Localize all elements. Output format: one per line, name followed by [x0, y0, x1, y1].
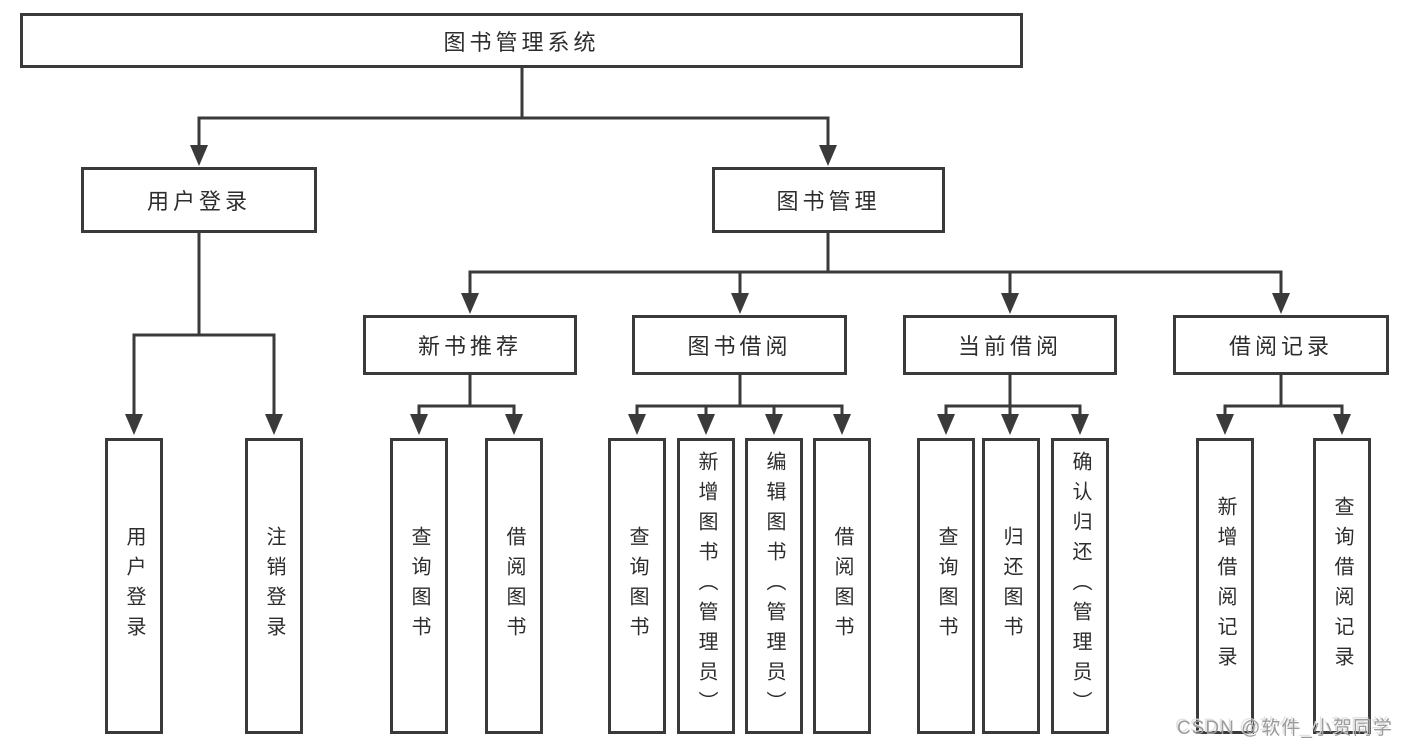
arrowhead	[410, 414, 428, 435]
node-book-management: 图书管理	[712, 167, 945, 233]
arrowhead	[819, 145, 837, 166]
node-label: 图书借阅	[687, 334, 792, 359]
arrowhead	[1071, 414, 1089, 435]
node-confirm-return-admin: 确认归还（管理员）	[1051, 438, 1109, 734]
node-add-book-admin: 新增图书（管理员）	[677, 438, 735, 734]
node-label: 图书管理	[776, 189, 881, 214]
arrowhead	[125, 414, 143, 435]
arrowhead	[505, 414, 523, 435]
arrowhead	[765, 414, 783, 435]
connector-root-bracket	[197, 116, 830, 149]
arrowhead	[1001, 414, 1019, 435]
arrowheads	[125, 145, 1351, 435]
connector-book-mgmt-bracket	[468, 270, 1283, 297]
arrowhead	[1333, 414, 1351, 435]
connector-new-books-bracket	[417, 404, 516, 420]
node-new-book-recommend: 新书推荐	[363, 315, 577, 375]
node-label: 图书管理系统	[443, 29, 600, 55]
node-return-book: 归还图书	[982, 438, 1040, 734]
node-edit-book-admin: 编辑图书（管理员）	[745, 438, 803, 734]
arrowhead	[461, 293, 479, 314]
node-query-books-3: 查询图书	[917, 438, 975, 734]
arrowhead	[697, 414, 715, 435]
node-query-borrow-record: 查询借阅记录	[1313, 438, 1371, 734]
arrowhead	[1216, 414, 1234, 435]
node-label: 新书推荐	[417, 334, 522, 359]
connector-user-login-bracket	[132, 333, 276, 420]
node-borrow-records: 借阅记录	[1173, 315, 1389, 375]
node-label: 用户登录	[146, 189, 251, 214]
node-borrow-books-2: 借阅图书	[813, 438, 871, 734]
node-borrow-books-1: 借阅图书	[485, 438, 543, 734]
arrowhead	[731, 293, 749, 314]
arrowhead	[1001, 293, 1019, 314]
node-user-login-leaf: 用户登录	[105, 438, 163, 734]
arrowhead	[1272, 293, 1290, 314]
node-add-borrow-record: 新增借阅记录	[1196, 438, 1254, 734]
connector-borrow-records-bracket	[1223, 404, 1344, 420]
node-library-management-system: 图书管理系统	[20, 13, 1023, 68]
arrowhead	[833, 414, 851, 435]
node-label: 当前借阅	[957, 334, 1062, 359]
node-logout: 注销登录	[245, 438, 303, 734]
arrowhead	[265, 414, 283, 435]
arrowhead	[937, 414, 955, 435]
arrowhead	[190, 145, 208, 166]
arrowhead	[628, 414, 646, 435]
node-query-books-2: 查询图书	[608, 438, 666, 734]
node-user-login: 用户登录	[81, 167, 317, 233]
node-book-borrow: 图书借阅	[632, 315, 847, 375]
node-query-books-1: 查询图书	[390, 438, 448, 734]
csdn-watermark: CSDN @软件_小贺同学	[1177, 718, 1393, 739]
node-current-borrow: 当前借阅	[903, 315, 1117, 375]
node-label: 借阅记录	[1228, 334, 1333, 359]
connector-book-borrow-bracket	[635, 404, 844, 420]
connector-current-borrow-bracket	[944, 404, 1082, 420]
